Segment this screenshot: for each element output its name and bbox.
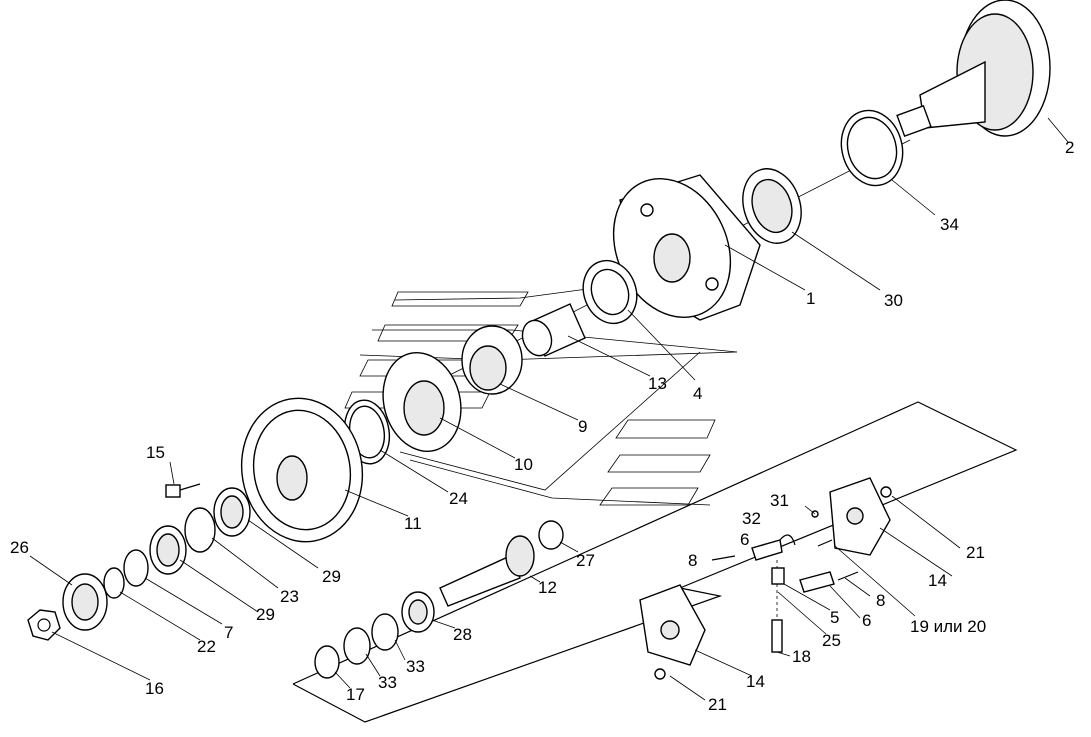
label-4: 4 <box>693 384 702 403</box>
label-29-b: 29 <box>256 605 275 624</box>
part-6-lever-a <box>751 539 783 561</box>
label-1: 1 <box>806 289 815 308</box>
label-26: 26 <box>10 538 29 557</box>
label-18: 18 <box>792 647 811 666</box>
label-7: 7 <box>224 623 233 642</box>
label-12: 12 <box>538 578 557 597</box>
part-8-screw-a <box>711 555 736 561</box>
label-29-a: 29 <box>322 567 341 586</box>
label-31: 31 <box>770 491 789 510</box>
part-21-nut-left <box>654 668 666 680</box>
part-33-ring-a <box>371 613 399 651</box>
part-6-lever-b <box>799 571 835 593</box>
part-10-plate <box>382 352 462 452</box>
part-34-ring <box>840 109 904 187</box>
label-13: 13 <box>648 374 667 393</box>
label-8-b: 8 <box>876 591 885 610</box>
part-29-bearing-b <box>149 525 187 575</box>
part-14-cover-left <box>639 584 706 666</box>
label-21-a: 21 <box>966 543 985 562</box>
part-1-housing <box>612 174 761 321</box>
label-23: 23 <box>280 587 299 606</box>
label-22: 22 <box>197 637 216 656</box>
label-14-b: 14 <box>746 672 765 691</box>
part-29-bearing-a <box>213 487 251 537</box>
part-21-nut-right <box>880 486 892 498</box>
label-24: 24 <box>449 489 468 508</box>
label-25: 25 <box>822 631 841 650</box>
label-8-a: 8 <box>688 551 697 570</box>
label-10: 10 <box>514 455 533 474</box>
label-34: 34 <box>940 215 959 234</box>
part-12-shaft <box>439 535 535 607</box>
part-11-large-gear <box>240 397 364 543</box>
label-6-b: 6 <box>862 611 871 630</box>
part-22-ring <box>103 567 125 599</box>
part-2-flange-shaft <box>896 0 1051 138</box>
label-27: 27 <box>576 551 595 570</box>
label-16: 16 <box>145 679 164 698</box>
label-21-b: 21 <box>708 695 727 714</box>
part-15-bolt <box>165 483 201 498</box>
label-30: 30 <box>884 291 903 310</box>
part-33-ring-b <box>343 627 371 665</box>
label-17: 17 <box>346 685 365 704</box>
part-7-ring <box>123 549 149 587</box>
part-23-ring <box>184 507 216 553</box>
label-33-b: 33 <box>378 673 397 692</box>
label-14-a: 14 <box>928 571 947 590</box>
label-32: 32 <box>742 509 761 528</box>
part-19-20-spring <box>817 539 833 547</box>
part-5-pin <box>771 567 785 585</box>
part-30-bearing <box>742 168 802 244</box>
label-11: 11 <box>404 514 422 533</box>
part-32-clip <box>779 534 796 546</box>
label-6-a: 6 <box>740 530 749 549</box>
part-17-ring <box>314 645 340 679</box>
label-19-or-20: 19 или 20 <box>910 617 986 636</box>
part-28-bearing <box>401 591 435 633</box>
part-16-nut <box>27 609 61 641</box>
label-5: 5 <box>830 608 839 627</box>
leader-lines <box>29 117 1069 701</box>
part-4-ring <box>582 259 638 325</box>
part-9-gear <box>461 325 523 395</box>
label-28: 28 <box>453 625 472 644</box>
part-14-cover-right <box>829 477 891 556</box>
label-2: 2 <box>1065 138 1074 157</box>
ghost-outline-lower <box>399 351 716 506</box>
label-15: 15 <box>146 443 165 462</box>
label-33-a: 33 <box>406 657 425 676</box>
part-8-screw-b <box>837 571 859 581</box>
label-9: 9 <box>578 417 587 436</box>
part-13-bushing <box>521 303 586 357</box>
part-26-bearing <box>62 573 108 631</box>
part-27-bearing <box>538 520 564 550</box>
callout-labels: 1 2 4 5 6 6 7 8 8 9 10 11 12 13 14 14 15… <box>10 138 1074 714</box>
